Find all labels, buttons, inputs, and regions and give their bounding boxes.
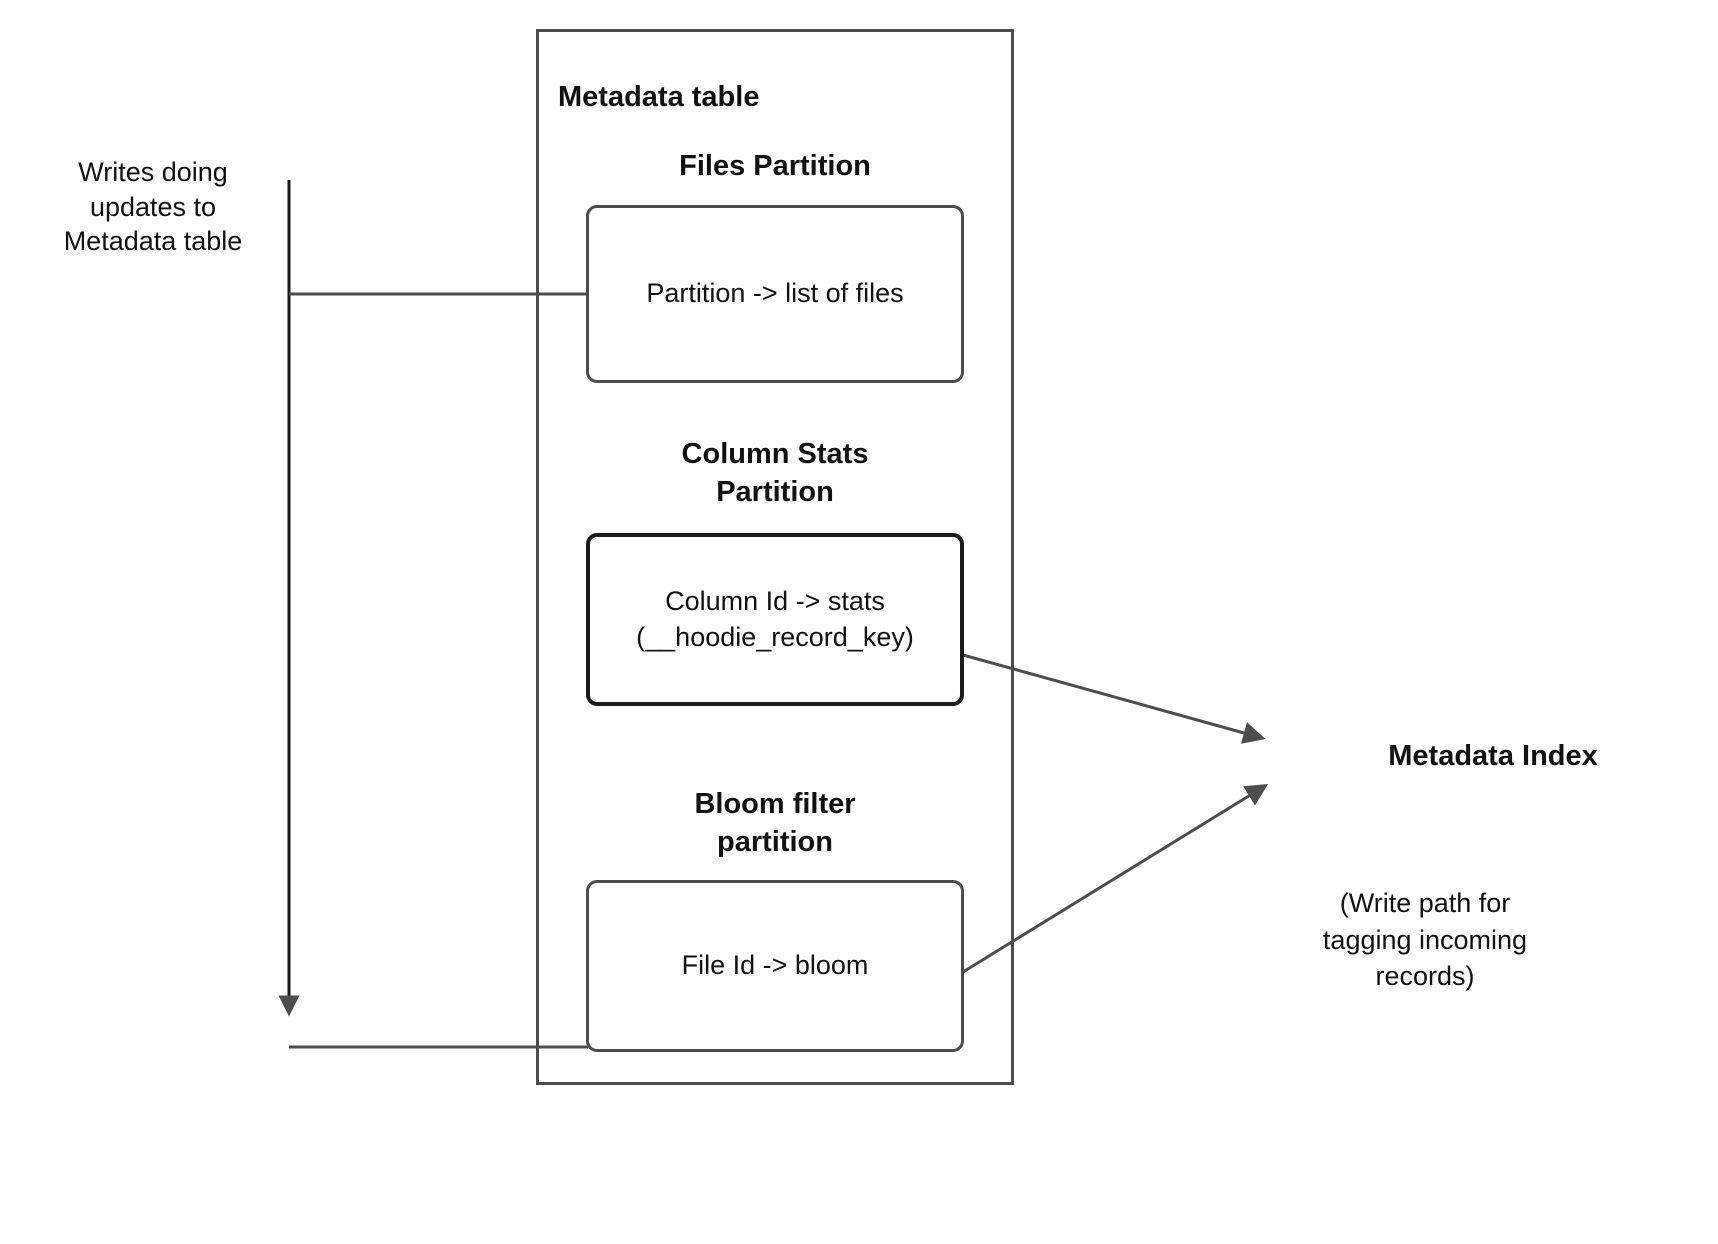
metadata-table-title: Metadata table bbox=[558, 81, 760, 113]
bloom-filter-partition-box[interactable]: File Id -> bloom bbox=[586, 880, 964, 1052]
writes-doing-updates-label: Writes doing updates to Metadata table bbox=[63, 157, 243, 257]
column-stats-partition-box-label: Column Id -> stats (__hoodie_record_key) bbox=[636, 585, 914, 652]
metadata-index-note: (Write path for tagging incoming records… bbox=[1322, 888, 1528, 992]
bloom-filter-partition-box-label: File Id -> bloom bbox=[681, 950, 869, 981]
metadata-index-title: Metadata Index bbox=[1388, 740, 1598, 772]
files-partition-heading: Files Partition bbox=[679, 150, 871, 182]
files-partition-box-label: Partition -> list of files bbox=[646, 278, 904, 309]
files-partition-box[interactable]: Partition -> list of files bbox=[586, 205, 964, 383]
column-stats-partition-heading: Column Stats Partition bbox=[681, 438, 869, 508]
metadata-table-container bbox=[536, 29, 1014, 1085]
column-stats-partition-box[interactable]: Column Id -> stats (__hoodie_record_key) bbox=[586, 533, 964, 706]
bloom-filter-partition-heading: Bloom filter partition bbox=[694, 788, 856, 858]
